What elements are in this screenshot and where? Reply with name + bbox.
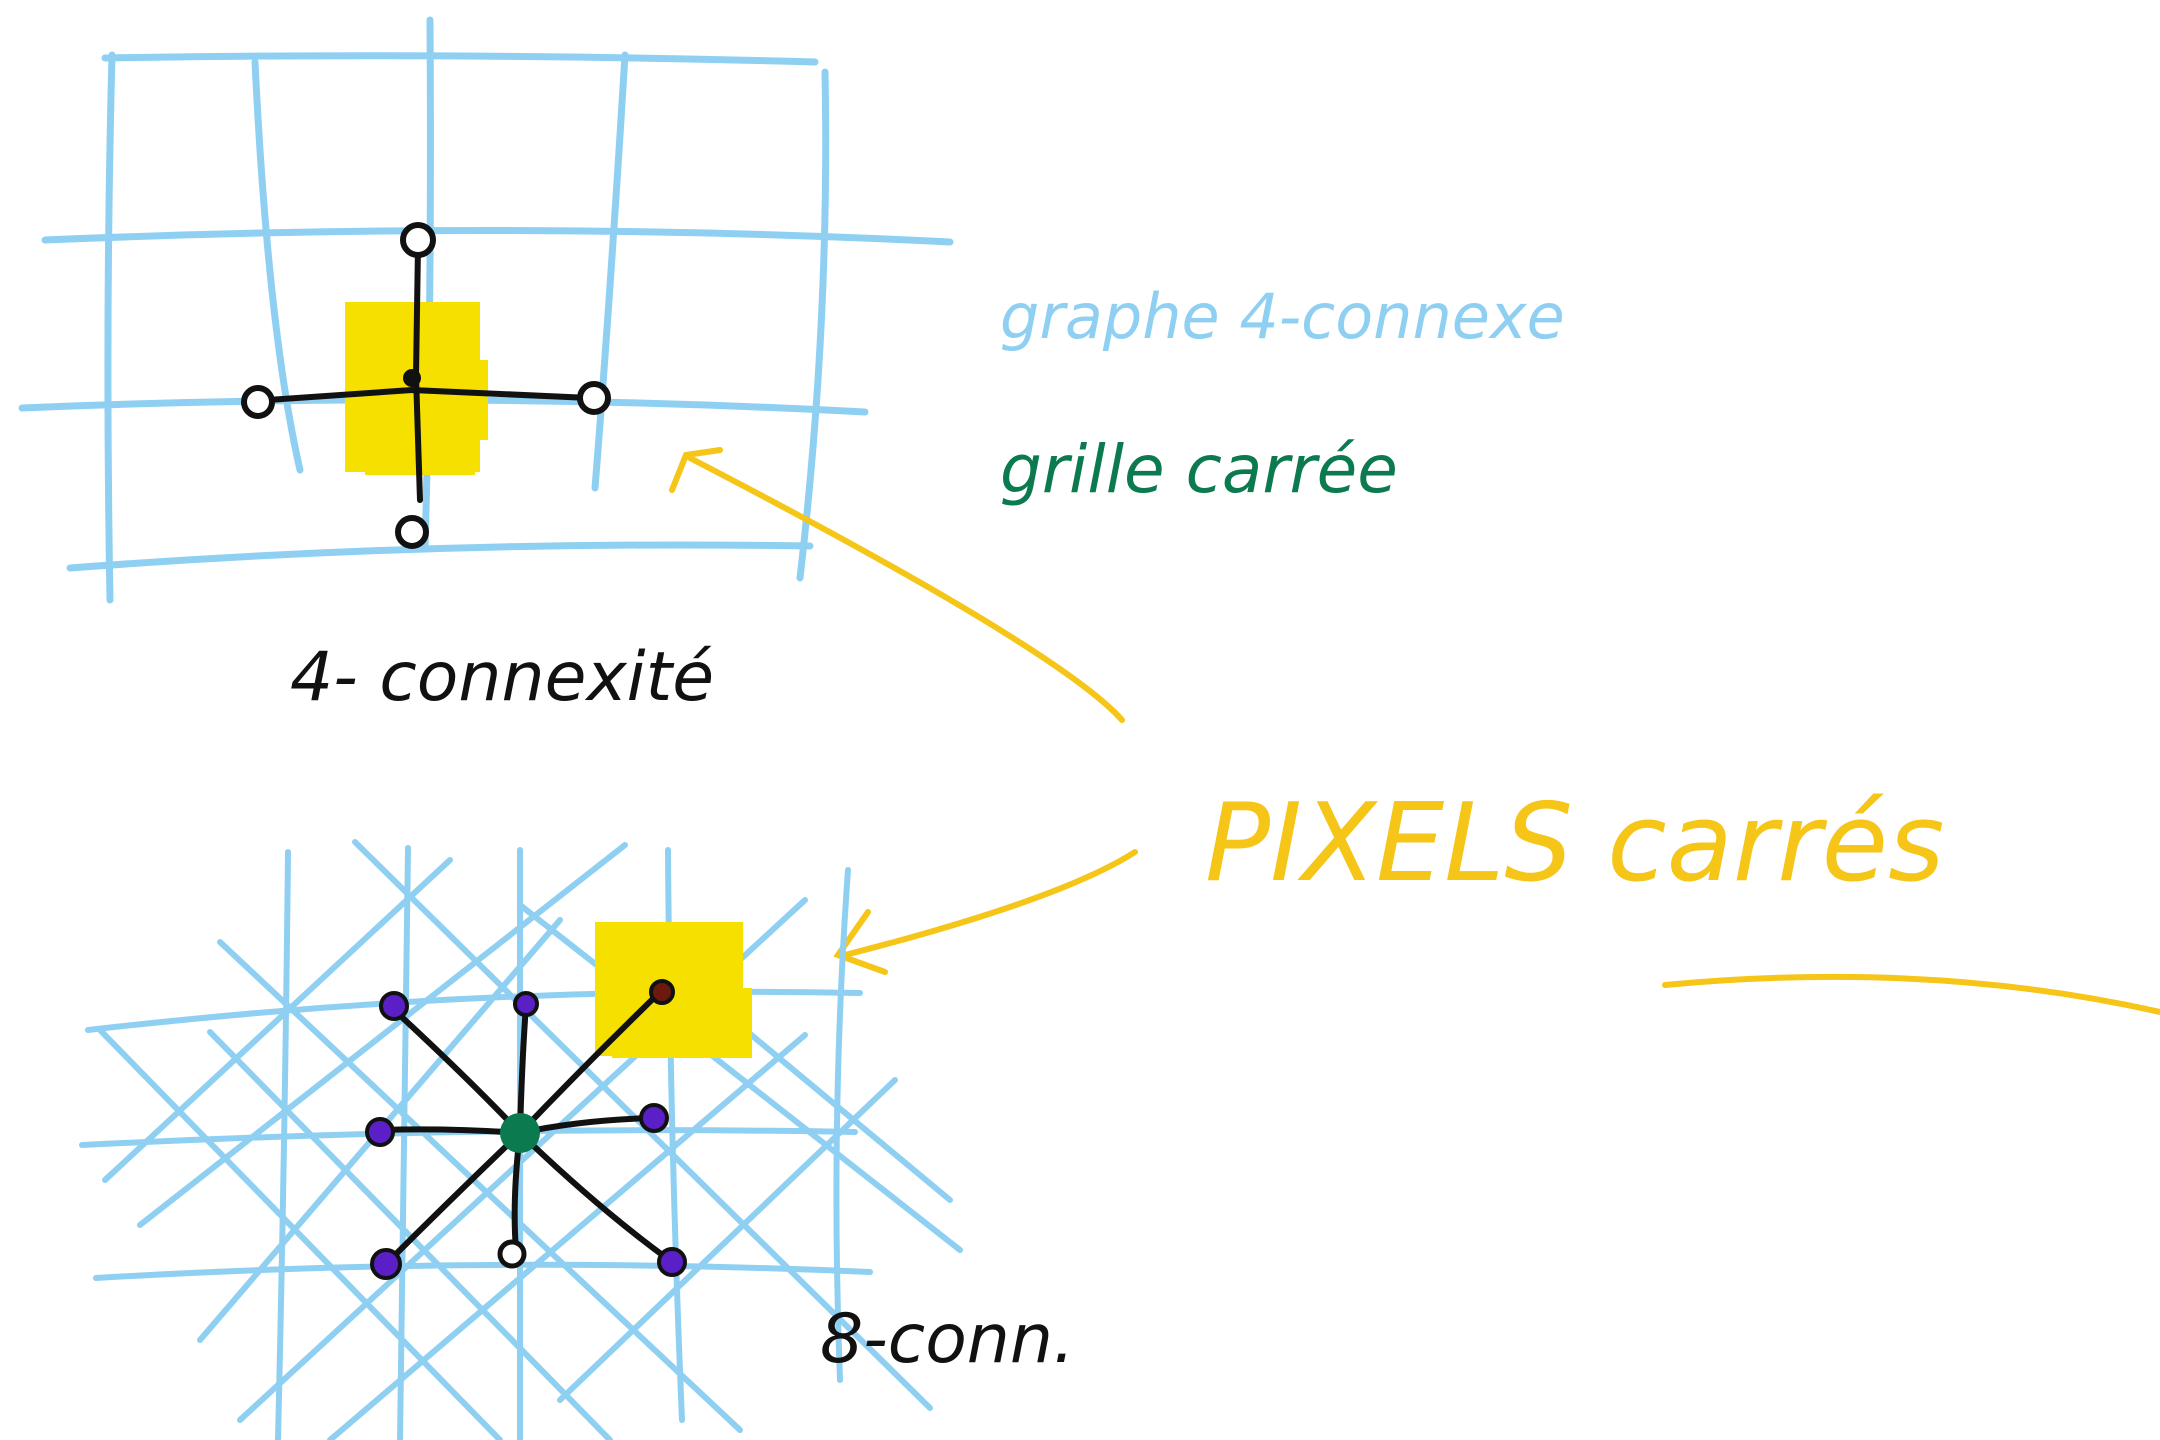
grid-line	[104, 51, 116, 604]
grid-line	[275, 849, 291, 1440]
edge	[377, 1126, 523, 1136]
four-connectivity-label: 4- connexité	[290, 638, 714, 717]
edge	[265, 386, 593, 403]
neighbor-node	[400, 222, 436, 258]
center-node	[403, 369, 421, 387]
grid-diagonal	[97, 1027, 503, 1440]
grid-diagonal	[557, 1077, 898, 1403]
edge	[517, 1130, 675, 1265]
neighbor-node	[395, 515, 429, 549]
neighbor-node-dark	[649, 979, 675, 1005]
neighbor-node	[241, 385, 275, 419]
four-neighbor-nodes	[241, 222, 611, 549]
neighbor-node	[577, 381, 611, 415]
grid-diagonal	[137, 842, 628, 1228]
neighbor-node	[639, 1103, 669, 1133]
grid-line	[397, 845, 411, 1440]
grid-diagonal	[327, 1032, 808, 1440]
eight-neighbor-nodes	[365, 991, 687, 1280]
neighbor-node	[370, 1248, 402, 1280]
pixel-square	[612, 988, 752, 1058]
neighbor-node	[365, 1117, 395, 1147]
grid-line	[833, 867, 851, 1383]
neighbor-node	[513, 991, 539, 1017]
grid-line	[421, 16, 434, 552]
arrow-head	[669, 447, 723, 493]
grid-diagonal	[102, 857, 453, 1183]
grid-line	[591, 51, 629, 492]
neighbor-node	[657, 1247, 687, 1277]
neighbor-node-open	[497, 1239, 527, 1269]
grid-line	[93, 1261, 873, 1281]
grid-diagonal	[217, 939, 743, 1433]
arrow-to-top-grid	[687, 455, 1125, 723]
underline	[1662, 973, 2160, 1015]
arrows	[669, 447, 2160, 1015]
grid-line	[101, 52, 819, 66]
square-grid-label: grille carrée	[1000, 431, 1398, 508]
edge	[517, 989, 663, 1136]
square-pixels-label: PIXELS carrés	[1205, 781, 1944, 906]
grid-line	[251, 58, 304, 474]
grid-line	[796, 68, 830, 582]
edge	[385, 1130, 523, 1265]
grid-line	[41, 226, 954, 246]
neighbor-node	[379, 991, 409, 1021]
arrow-to-bottom-grid	[842, 849, 1138, 958]
graph-four-connected-label: graphe 4-connexe	[1000, 280, 1565, 353]
grid-diagonal	[517, 902, 963, 1253]
edge	[389, 1005, 523, 1136]
arrow-head	[833, 909, 888, 975]
four-connectivity-diagram: 4- connexité	[18, 16, 954, 717]
square-grid-top	[18, 16, 954, 604]
grid-line	[66, 541, 814, 572]
eight-connectivity-diagram: 8-conn.	[79, 839, 1075, 1440]
center-node	[500, 1113, 540, 1153]
eight-connectivity-label: 8-conn.	[820, 1300, 1075, 1379]
